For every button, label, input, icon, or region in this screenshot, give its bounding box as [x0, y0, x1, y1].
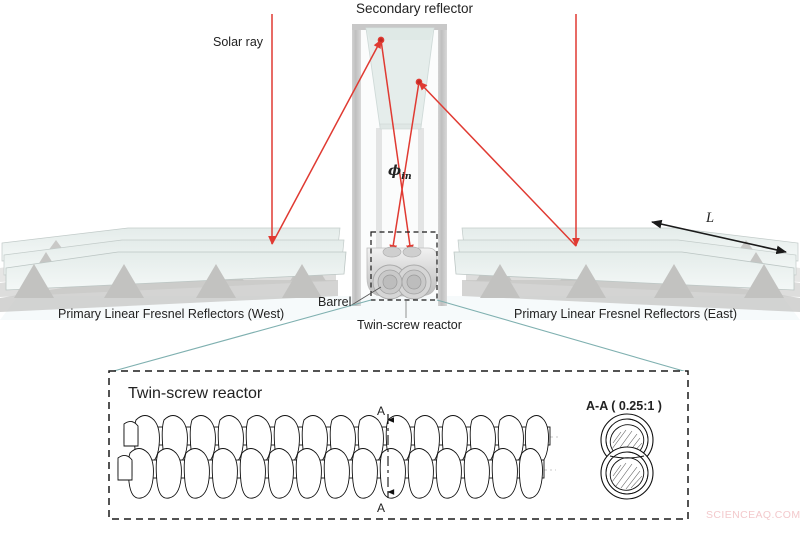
mirror-row-east-front — [453, 251, 800, 312]
primary-reflectors-west — [0, 227, 347, 312]
label-twin-screw-reactor: Twin-screw reactor — [357, 318, 462, 332]
screw-lower — [117, 448, 545, 499]
label-section-mark-a-bottom: A — [377, 501, 386, 515]
phi-symbol: ϕ — [388, 163, 402, 179]
label-primary-reflectors-east: Primary Linear Fresnel Reflectors (East) — [514, 307, 737, 321]
cross-section-aa — [600, 413, 654, 500]
phi-subscript: in — [401, 170, 412, 182]
leader-lines — [349, 286, 407, 318]
label-secondary-reflector: Secondary reflector — [356, 1, 474, 16]
inset-connector-lines — [109, 299, 688, 373]
barrel-twin-screw-reactor-3d — [366, 246, 438, 300]
label-acceptance-angle-phi-in: ϕin — [388, 164, 412, 181]
length-dimension-L — [651, 219, 787, 255]
label-section-mark-a-top: A — [377, 404, 386, 418]
reactor-callout-box — [370, 231, 438, 301]
label-inset-title: Twin-screw reactor — [128, 385, 263, 402]
label-mirror-length-L: L — [706, 210, 715, 226]
label-solar-ray: Solar ray — [213, 35, 264, 49]
screw-left-end-detail — [117, 421, 139, 481]
watermark: SCIENCEAQ.COM — [706, 509, 800, 521]
reflected-rays — [271, 36, 577, 254]
label-section-aa-scale: A-A ( 0.25:1 ) — [586, 399, 662, 413]
mirror-row-west-front — [0, 251, 347, 312]
solar-rays-incoming — [268, 14, 580, 247]
label-barrel: Barrel — [318, 295, 352, 309]
label-primary-reflectors-west: Primary Linear Fresnel Reflectors (West) — [58, 307, 285, 321]
